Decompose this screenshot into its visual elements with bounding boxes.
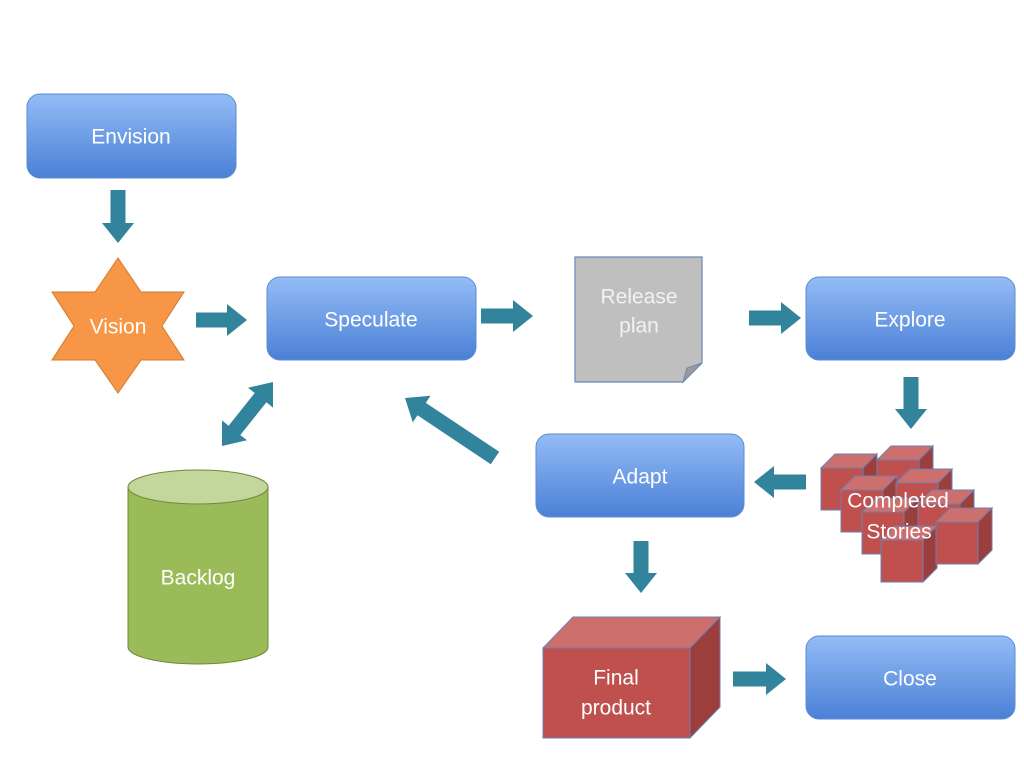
speculate-label: Speculate xyxy=(324,309,417,332)
release-plan-document: Release plan xyxy=(574,256,703,384)
backlog-cylinder: Backlog xyxy=(127,469,269,665)
completed-stories-label-1: Completed xyxy=(847,490,949,513)
backlog-label: Backlog xyxy=(161,567,236,590)
arrows xyxy=(102,190,927,695)
completed-stories-label-2: Stories xyxy=(866,521,931,544)
final-product-label-1: Final xyxy=(593,667,639,690)
arrow-adapt-to-final-product xyxy=(625,541,657,593)
story-cube xyxy=(934,506,994,566)
arrow-backlog-speculate-bidirectional xyxy=(222,382,273,446)
release-plan-label-1: Release xyxy=(600,286,677,309)
adapt-box: Adapt xyxy=(535,433,745,518)
final-product-label-2: product xyxy=(581,697,651,720)
envision-box: Envision xyxy=(26,93,237,179)
envision-label: Envision xyxy=(91,126,170,149)
release-plan-label-2: plan xyxy=(619,315,659,338)
explore-box: Explore xyxy=(805,276,1016,361)
arrow-final-product-to-close xyxy=(733,663,786,695)
final-product-cube: Final product xyxy=(541,615,722,740)
vision-star: Vision xyxy=(51,257,185,394)
arrow-speculate-to-release-plan xyxy=(481,300,533,332)
adapt-label: Adapt xyxy=(613,466,668,489)
close-box: Close xyxy=(805,635,1016,720)
arrow-explore-to-completed-stories xyxy=(895,377,927,429)
completed-stories-label: Completed Stories xyxy=(847,490,949,544)
completed-stories-cubes xyxy=(819,444,994,584)
arrow-adapt-to-speculate xyxy=(405,395,500,465)
arrow-completed-stories-to-adapt xyxy=(754,466,806,498)
arrow-release-plan-to-explore xyxy=(749,302,801,334)
arrow-vision-to-speculate xyxy=(196,304,247,336)
close-label: Close xyxy=(883,668,937,691)
story-cube xyxy=(879,524,939,584)
arrow-envision-to-vision xyxy=(102,190,134,243)
vision-label: Vision xyxy=(90,316,147,339)
speculate-box: Speculate xyxy=(266,276,477,361)
explore-label: Explore xyxy=(874,309,945,332)
